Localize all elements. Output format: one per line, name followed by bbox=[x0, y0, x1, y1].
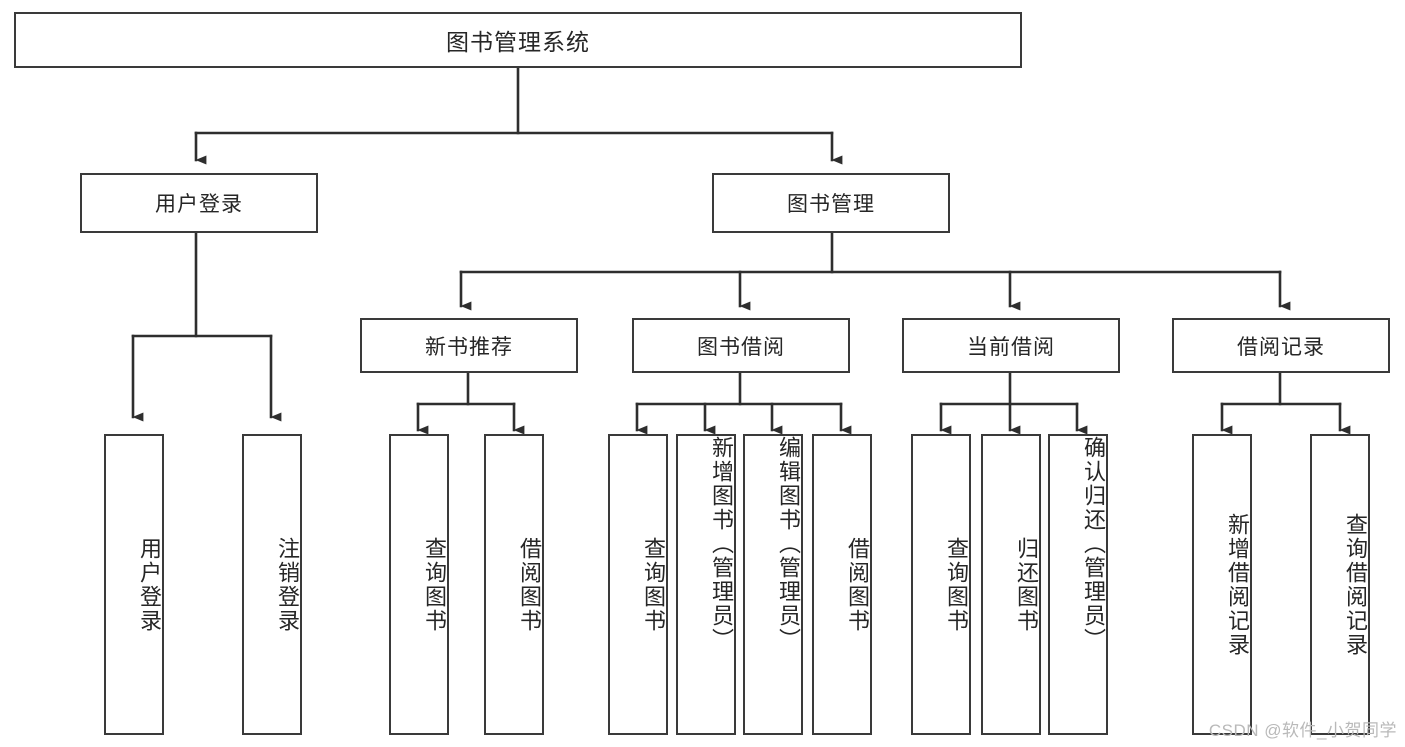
leaf-edit-book-admin[interactable]: 编辑图书（管理员） bbox=[743, 434, 803, 735]
leaf-label: 查询图书 bbox=[422, 536, 447, 633]
leaf-label: 查询图书 bbox=[944, 536, 969, 633]
node-label: 新书推荐 bbox=[425, 335, 513, 359]
leaf-label: 新增借阅记录 bbox=[1225, 512, 1250, 657]
node-root-system[interactable]: 图书管理系统 bbox=[14, 12, 1022, 68]
leaf-return-book[interactable]: 归还图书 bbox=[981, 434, 1041, 735]
node-label: 当前借阅 bbox=[967, 335, 1055, 359]
leaf-label: 借阅图书 bbox=[517, 536, 542, 633]
leaf-query-book-current[interactable]: 查询图书 bbox=[911, 434, 971, 735]
leaf-add-book-admin[interactable]: 新增图书（管理员） bbox=[676, 434, 736, 735]
leaf-confirm-return-admin[interactable]: 确认归还（管理员） bbox=[1048, 434, 1108, 735]
node-current-borrow[interactable]: 当前借阅 bbox=[902, 318, 1120, 373]
leaf-label: 借阅图书 bbox=[845, 536, 870, 633]
node-new-book-recommend[interactable]: 新书推荐 bbox=[360, 318, 578, 373]
leaf-label: 编辑图书（管理员） bbox=[776, 436, 801, 652]
node-label: 图书借阅 bbox=[697, 335, 785, 359]
leaf-user-login[interactable]: 用户登录 bbox=[104, 434, 164, 735]
node-label: 图书管理 bbox=[787, 193, 875, 216]
leaf-label: 确认归还（管理员） bbox=[1081, 436, 1106, 652]
node-user-login[interactable]: 用户登录 bbox=[80, 173, 318, 233]
leaf-query-book-recommend[interactable]: 查询图书 bbox=[389, 434, 449, 735]
leaf-label: 归还图书 bbox=[1014, 536, 1039, 633]
leaf-add-borrow-record[interactable]: 新增借阅记录 bbox=[1192, 434, 1252, 735]
leaf-label: 新增图书（管理员） bbox=[709, 436, 734, 652]
leaf-label: 查询借阅记录 bbox=[1343, 512, 1368, 657]
leaf-borrow-book-borrow[interactable]: 借阅图书 bbox=[812, 434, 872, 735]
leaf-label: 用户登录 bbox=[137, 536, 162, 633]
leaf-borrow-book-recommend[interactable]: 借阅图书 bbox=[484, 434, 544, 735]
leaf-query-borrow-record[interactable]: 查询借阅记录 bbox=[1310, 434, 1370, 735]
node-book-borrow[interactable]: 图书借阅 bbox=[632, 318, 850, 373]
node-label: 图书管理系统 bbox=[446, 29, 590, 55]
leaf-label: 查询图书 bbox=[641, 536, 666, 633]
leaf-label: 注销登录 bbox=[275, 536, 300, 633]
leaf-query-book-borrow[interactable]: 查询图书 bbox=[608, 434, 668, 735]
leaf-user-logout[interactable]: 注销登录 bbox=[242, 434, 302, 735]
node-book-management[interactable]: 图书管理 bbox=[712, 173, 950, 233]
node-label: 借阅记录 bbox=[1237, 335, 1325, 359]
node-label: 用户登录 bbox=[155, 193, 243, 216]
node-borrow-record[interactable]: 借阅记录 bbox=[1172, 318, 1390, 373]
watermark-credit: CSDN @软件_小贺同学 bbox=[1208, 721, 1397, 740]
